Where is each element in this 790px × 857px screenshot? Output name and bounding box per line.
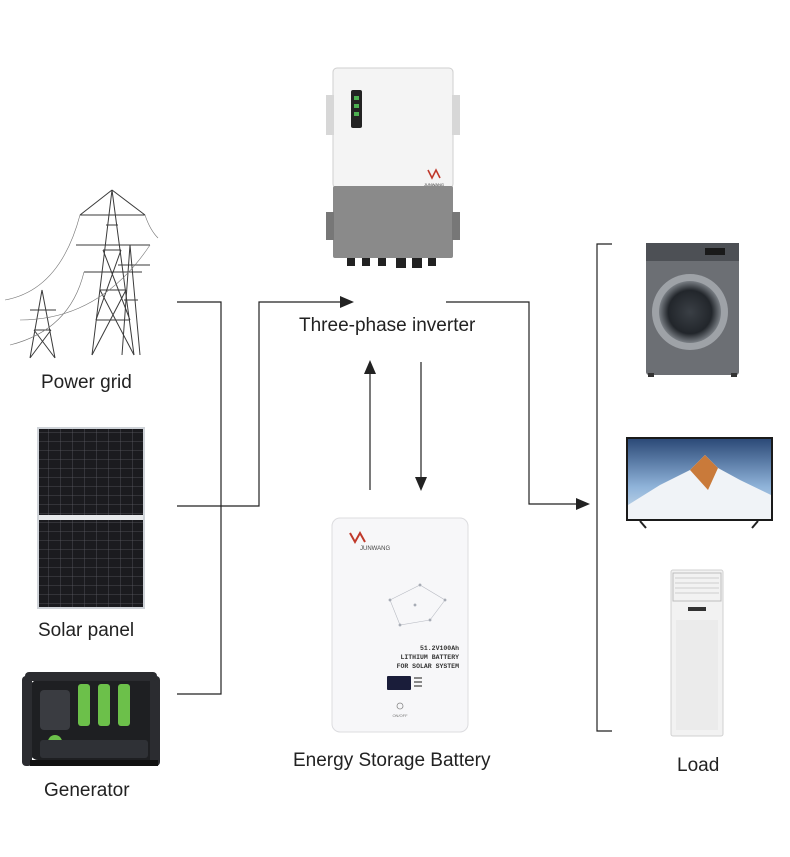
grid-line	[177, 301, 222, 695]
connector-lines	[177, 243, 612, 732]
arrow-to-load	[576, 498, 590, 510]
power-grid-label: Power grid	[41, 372, 132, 393]
generator-illustration	[22, 672, 160, 766]
arrow-up-to-inverter	[364, 360, 376, 374]
inverter-to-load-line	[446, 301, 580, 505]
solar-panel-illustration	[37, 427, 145, 609]
battery-illustration: JUNWANG 51.2V100Ah LITHIUM BATTERY FOR S…	[331, 517, 469, 733]
battery-spec-line1: 51.2V100Ah	[420, 645, 459, 652]
battery-spec-line3: FOR SOLAR SYSTEM	[397, 663, 460, 670]
inverter-illustration: JUNWANG	[326, 67, 460, 268]
battery-brand: JUNWANG	[360, 546, 390, 552]
battery-spec-line2: LITHIUM BATTERY	[400, 654, 459, 661]
washing-machine-illustration	[646, 243, 739, 377]
battery-label: Energy Storage Battery	[293, 750, 491, 771]
tv-illustration	[626, 437, 773, 529]
air-conditioner-illustration	[670, 569, 724, 737]
generator-label: Generator	[44, 780, 130, 801]
inverter-label: Three-phase inverter	[299, 315, 476, 336]
solar-panel-label: Solar panel	[38, 620, 135, 641]
arrow-to-inverter	[340, 296, 354, 308]
load-label: Load	[677, 755, 720, 776]
load-bracket	[596, 243, 612, 732]
arrowheads	[340, 296, 590, 510]
inverter-brand: JUNWANG	[424, 182, 444, 187]
arrow-down-to-battery	[415, 477, 427, 491]
battery-button-text: ON/OFF	[392, 713, 408, 718]
solar-line	[177, 301, 342, 507]
power-grid-illustration	[4, 189, 159, 359]
